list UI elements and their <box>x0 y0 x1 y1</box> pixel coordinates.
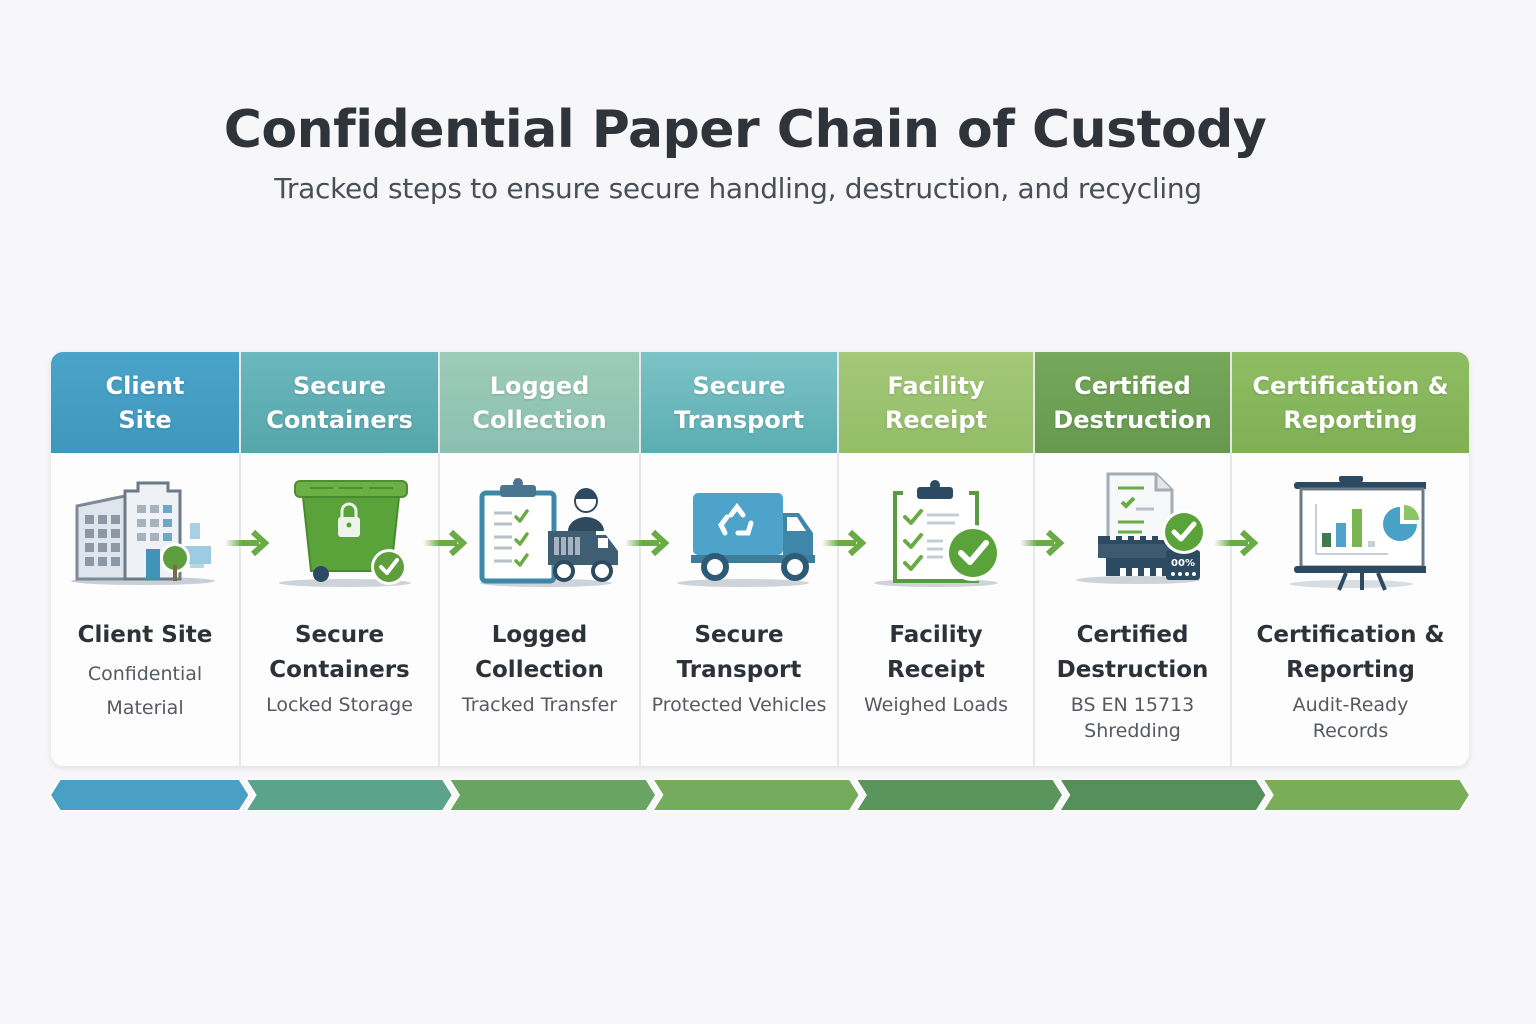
step-description-line: Locked Storage <box>266 694 413 716</box>
step-header-line: Reporting <box>1283 405 1418 434</box>
arrow-right-icon <box>1214 529 1259 557</box>
step-description-line: BS EN 15713 <box>1070 694 1195 716</box>
step-header: Certification & Reporting <box>1232 352 1469 453</box>
arrow-right-icon <box>225 529 270 557</box>
step-description: Confidential Material <box>51 657 239 725</box>
checklist-approved-icon <box>874 479 1001 587</box>
step-header-line: Site <box>118 405 172 434</box>
step-header-line: Certified <box>1074 371 1191 400</box>
office-building-icon <box>71 481 215 585</box>
step-description-line: Confidential <box>87 663 203 685</box>
step-header-line: Secure <box>292 371 386 400</box>
step-description-line: Weighed Loads <box>863 694 1008 716</box>
step-header-line: Destruction <box>1053 405 1212 434</box>
step-title-line: Secure <box>694 622 784 648</box>
step-title-line: Logged <box>491 622 588 648</box>
progress-segment <box>854 779 1065 811</box>
arrow-right-icon <box>423 529 468 557</box>
step-header-line: Facility <box>887 371 985 400</box>
step-icon-area <box>839 453 1033 608</box>
step-header-line: Receipt <box>884 405 988 434</box>
step-title-line: Receipt <box>887 657 985 683</box>
progress-segment <box>1057 779 1268 811</box>
progress-segment <box>244 779 455 811</box>
step-description: Audit-Ready Records <box>1232 692 1469 744</box>
arrow-right-icon <box>822 529 867 557</box>
step-certification-reporting: Certification & Reporting <box>1232 352 1469 766</box>
step-description-line: Records <box>1312 720 1389 742</box>
progress-segment <box>651 779 861 811</box>
step-title: Secure Transport <box>641 618 837 688</box>
step-icon-area: 00% <box>1035 453 1230 608</box>
step-description-line: Shredding <box>1084 720 1181 742</box>
step-title-line: Client Site <box>77 622 213 648</box>
progress-segment <box>50 779 251 811</box>
step-title-line: Transport <box>676 657 802 683</box>
progress-segment <box>1261 779 1470 811</box>
step-icon-area <box>241 453 438 608</box>
step-title: Secure Containers <box>241 618 438 688</box>
step-title-line: Facility <box>889 622 983 648</box>
step-header-line: Containers <box>266 405 413 434</box>
step-description: Tracked Transfer <box>440 692 639 718</box>
step-title-line: Certified <box>1076 622 1189 648</box>
step-title: Logged Collection <box>440 618 639 688</box>
step-header-line: Logged <box>489 371 590 400</box>
step-description: Locked Storage <box>241 692 438 718</box>
page-title: Confidential Paper Chain of Custody <box>223 100 1267 160</box>
arrow-right-icon <box>625 529 670 557</box>
shredder-certificate-icon: 00% <box>1075 472 1206 584</box>
step-header-line: Collection <box>472 405 607 434</box>
step-icon-area <box>1232 453 1469 608</box>
locked-bin-icon <box>278 479 411 587</box>
step-description: Weighed Loads <box>839 692 1033 718</box>
chevron-progress-bar <box>50 779 1470 811</box>
progress-segment <box>447 779 658 811</box>
step-description-line: Material <box>106 697 184 719</box>
step-title: Certified Destruction <box>1035 618 1230 688</box>
clipboard-driver-truck-icon <box>479 477 618 587</box>
step-title-line: Secure <box>294 622 385 648</box>
step-title: Facility Receipt <box>839 618 1033 688</box>
presentation-chart-icon <box>1288 475 1426 591</box>
step-title-line: Destruction <box>1056 657 1209 683</box>
step-title-line: Containers <box>269 657 410 683</box>
step-title: Client Site <box>51 618 239 653</box>
step-description-line: Protected Vehicles <box>651 694 827 716</box>
step-title-line: Collection <box>475 657 604 683</box>
step-header-line: Client <box>105 371 185 400</box>
step-description-line: Audit-Ready <box>1292 694 1409 716</box>
step-header-line: Transport <box>673 405 805 434</box>
step-title-line: Certification & <box>1256 622 1445 648</box>
step-header-line: Secure <box>692 371 786 400</box>
step-description: Protected Vehicles <box>641 692 837 718</box>
page-subtitle: Tracked steps to ensure secure handling,… <box>274 172 1202 205</box>
shredder-readout: 00% <box>1171 558 1195 569</box>
step-icon-area <box>440 453 639 608</box>
step-icon-area <box>51 453 239 608</box>
step-description: BS EN 15713 Shredding <box>1035 692 1230 744</box>
step-description-line: Tracked Transfer <box>461 694 618 716</box>
recycling-truck-icon <box>677 492 815 587</box>
step-title-line: Reporting <box>1286 657 1415 683</box>
step-icon-area <box>641 453 837 608</box>
step-header-line: Certification & <box>1252 371 1449 400</box>
arrow-right-icon <box>1020 529 1065 557</box>
step-title: Certification & Reporting <box>1232 618 1469 688</box>
